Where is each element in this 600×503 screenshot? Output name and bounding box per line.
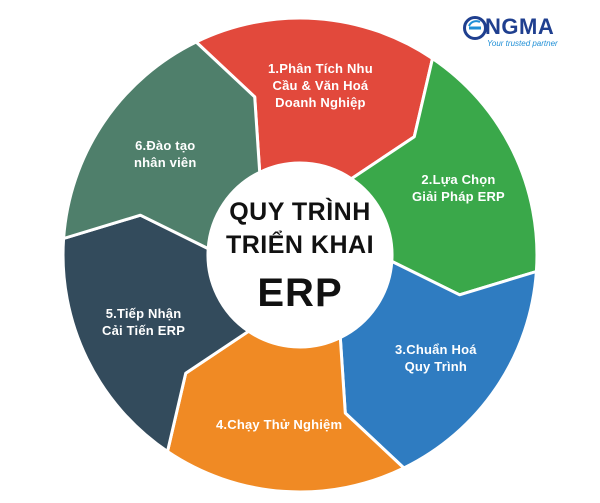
step-2-label-line-2: Giải Pháp ERP bbox=[412, 189, 505, 204]
brand-tagline: Your trusted partner bbox=[487, 39, 558, 48]
step-6-label-line-2: nhân viên bbox=[134, 155, 197, 170]
brand-name: NGMA bbox=[485, 14, 555, 39]
center-title-line-2: TRIỂN KHAI bbox=[225, 231, 375, 259]
step-5-label-line-1: 5.Tiếp Nhận bbox=[105, 306, 182, 321]
step-4-label: 4.Chạy Thử Nghiệm bbox=[216, 416, 342, 433]
step-1-label-line-3: Doanh Nghiệp bbox=[275, 95, 366, 110]
step-4-label-line-1: 4.Chạy Thử Nghiệm bbox=[216, 417, 343, 432]
step-2-label-line-1: 2.Lựa Chọn bbox=[421, 172, 496, 187]
step-2-arrow-segment bbox=[349, 57, 539, 297]
step-1-label-line-1: 1.Phân Tích Nhu bbox=[268, 61, 373, 76]
step-1-label-line-2: Cầu & Văn Hoá bbox=[272, 78, 369, 93]
step-5-label-line-2: Cải Tiến ERP bbox=[102, 323, 186, 338]
center-title-line-3: ERP bbox=[257, 271, 343, 315]
brand-e-icon bbox=[463, 16, 487, 40]
step-4-arrow-segment bbox=[166, 329, 406, 494]
step-3-label-line-2: Quy Trình bbox=[404, 359, 468, 374]
brand-logo: NGMA Your trusted partner bbox=[463, 14, 583, 54]
step-6-arrow-segment bbox=[62, 40, 262, 251]
center-title: QUY TRÌNH TRIỂN KHAI ERP bbox=[200, 196, 400, 318]
step-6-label-line-1: 6.Đào tạo bbox=[135, 138, 196, 153]
step-3-label-line-1: 3.Chuẩn Hoá bbox=[395, 342, 477, 357]
center-title-line-1: QUY TRÌNH bbox=[229, 198, 371, 226]
step-3-arrow-segment bbox=[338, 259, 538, 470]
step-6-label: 6.Đào tạo nhân viên bbox=[134, 137, 196, 171]
step-1-arrow-segment bbox=[194, 16, 434, 181]
step-5-arrow-segment bbox=[61, 213, 251, 453]
